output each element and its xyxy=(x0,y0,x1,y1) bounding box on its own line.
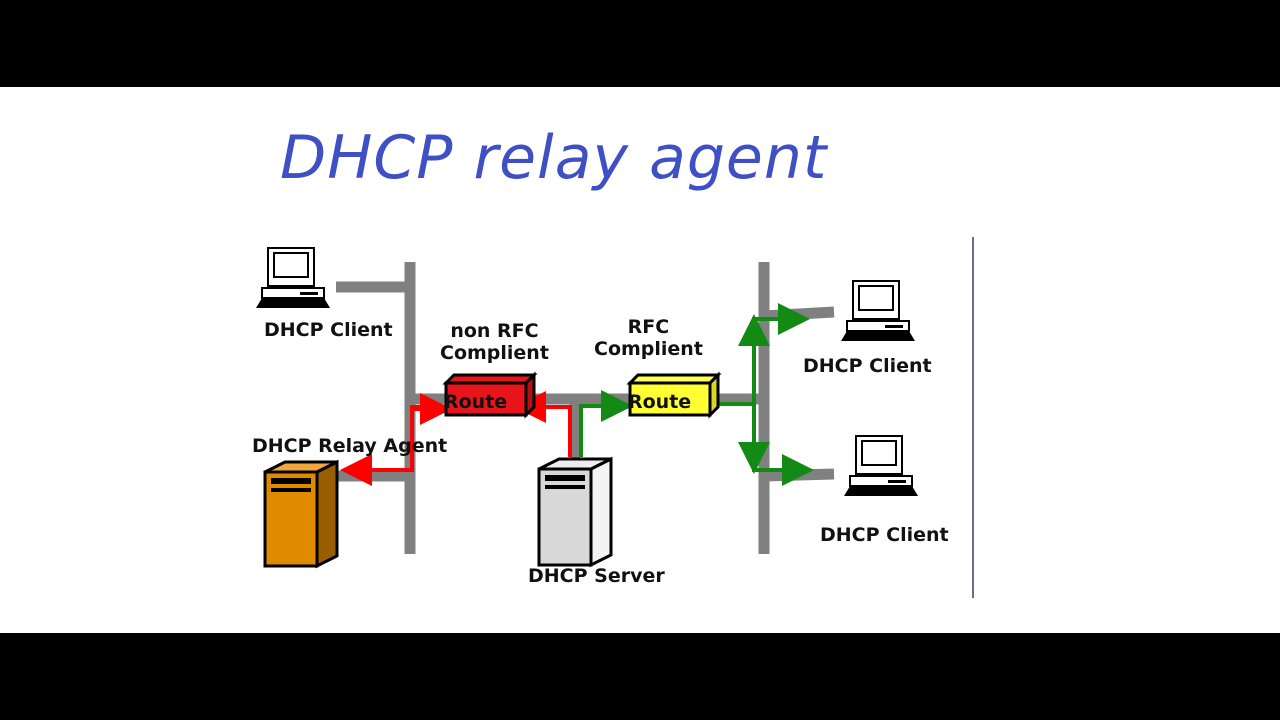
letterbox-bottom xyxy=(0,633,1280,720)
right-client-bottom-branch xyxy=(763,468,835,482)
rfc-path-server-to-router xyxy=(579,390,633,457)
relay-path xyxy=(340,391,572,486)
server-icon xyxy=(263,459,339,569)
label-rfc: RFC Complient xyxy=(594,316,703,361)
router-red-label: Route xyxy=(444,391,507,413)
computer-icon xyxy=(256,247,330,308)
right-client-top-branch xyxy=(763,306,835,322)
rfc-path xyxy=(579,303,814,486)
label-rfc-line2: Complient xyxy=(594,337,703,360)
relay-path-server-to-router xyxy=(514,391,572,457)
label-rfc-line1: RFC xyxy=(627,316,670,338)
label-non-rfc-line1: non RFC xyxy=(450,320,539,342)
router-icon xyxy=(626,371,722,419)
router-yellow-label: Route xyxy=(628,391,691,413)
label-dhcp-client-right-top: DHCP Client xyxy=(803,355,932,377)
label-dhcp-client-right-bottom: DHCP Client xyxy=(820,524,949,546)
router-icon xyxy=(442,371,538,419)
label-dhcp-client-left: DHCP Client xyxy=(264,319,393,341)
letterbox-top xyxy=(0,0,1280,87)
server-icon xyxy=(537,456,613,568)
computer-icon xyxy=(841,280,915,341)
label-dhcp-server: DHCP Server xyxy=(528,565,665,587)
slide xyxy=(0,87,1280,633)
label-dhcp-relay-agent: DHCP Relay Agent xyxy=(252,435,448,457)
slide-title: DHCP relay agent xyxy=(280,123,828,193)
relay-path-relay-up xyxy=(410,393,452,470)
label-non-rfc: non RFC Complient xyxy=(440,320,549,365)
label-non-rfc-line2: Complient xyxy=(440,341,549,364)
computer-icon xyxy=(844,435,918,496)
